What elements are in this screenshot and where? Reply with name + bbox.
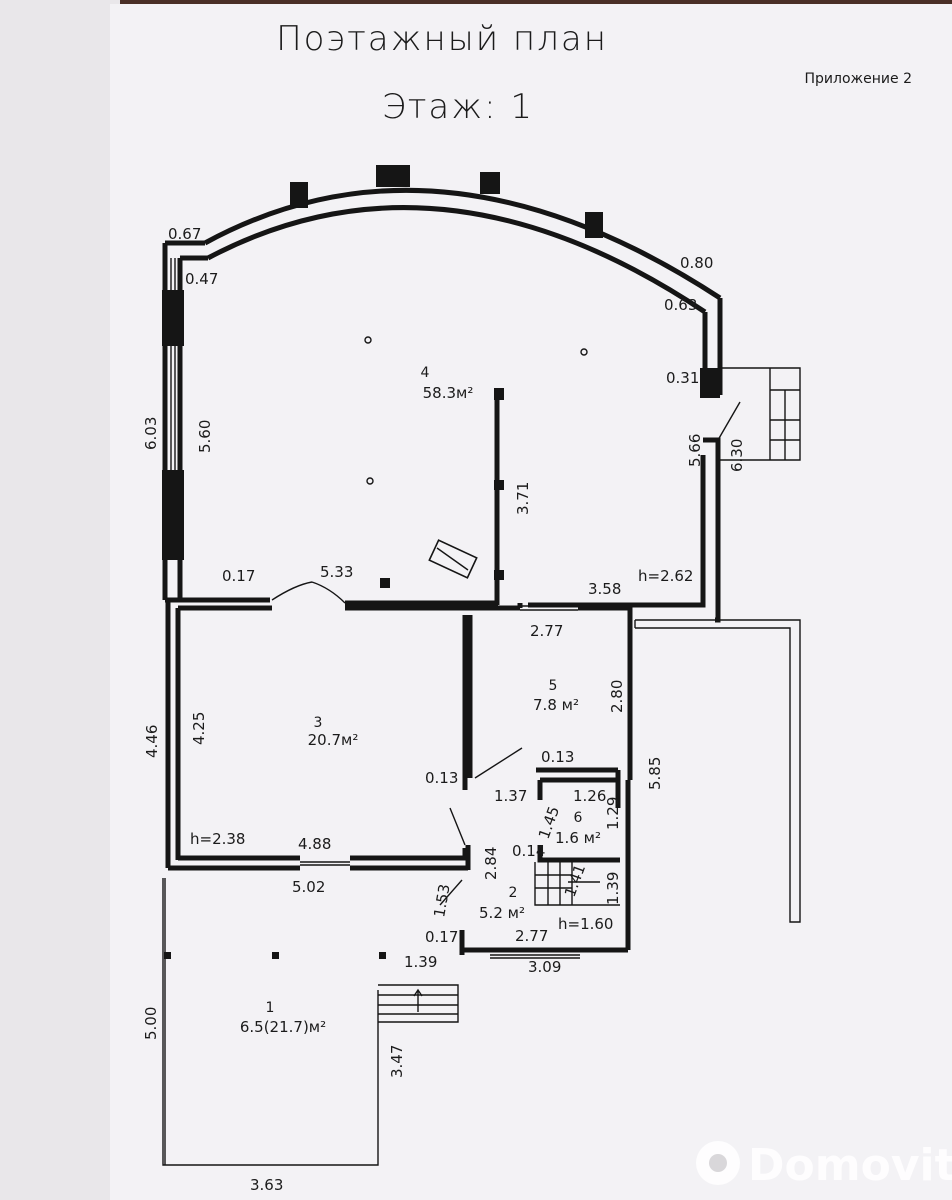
window-glass — [300, 861, 350, 866]
column-marker — [364, 336, 372, 344]
room-3-area: 20.7м² — [308, 731, 359, 749]
dimension-label: 0.67 — [168, 225, 201, 243]
door-swing — [717, 401, 741, 441]
room-5-walls — [462, 603, 633, 790]
dimension-label: h=2.62 — [638, 567, 693, 585]
dimension-label: 0.31 — [666, 369, 699, 387]
dimension-label: 5.33 — [320, 563, 353, 581]
room-5-area: 7.8 м² — [533, 696, 579, 714]
dimension-label: 3.63 — [250, 1176, 283, 1194]
dimension-label: 0.17 — [222, 567, 255, 585]
room-3-number: 3 — [314, 715, 323, 731]
dimension-label: 0.17 — [425, 928, 458, 946]
dimension-label: 4.88 — [298, 835, 331, 853]
dimension-label: 1.53 — [430, 883, 454, 919]
window-glass — [520, 605, 578, 611]
column-marker — [366, 477, 374, 485]
dimension-label: 5.66 — [686, 434, 704, 467]
dimension-label: 6.03 — [142, 417, 160, 450]
room-4-number: 4 — [421, 365, 430, 381]
room-1-outline — [162, 878, 386, 1166]
dimension-label: 3.09 — [528, 958, 561, 976]
dimension-label: 5.00 — [142, 1007, 160, 1040]
dimension-label: 1.39 — [604, 872, 622, 905]
room-6-number: 6 — [574, 810, 583, 826]
dimension-label: 5.60 — [196, 420, 214, 453]
room-6-area: 1.6 м² — [555, 829, 601, 847]
attachment-label: Приложение 2 — [805, 71, 912, 87]
dimension-label: 2.77 — [530, 622, 563, 640]
plan-title: Поэтажный план — [276, 19, 608, 59]
dimension-label: 6.30 — [728, 439, 746, 472]
room-1-number: 1 — [266, 1000, 275, 1016]
dimension-label: 2.84 — [482, 847, 500, 880]
dimension-label: 0.13 — [425, 769, 458, 787]
watermark-text: Domovita — [748, 1140, 952, 1191]
dimension-label: 3.71 — [514, 482, 532, 515]
column-marker — [580, 348, 588, 356]
domovita-watermark: Domovita — [696, 1140, 952, 1191]
dimension-label: 1.37 — [494, 787, 527, 805]
dimension-label: 0.63 — [664, 296, 697, 314]
dimension-label: 3.58 — [588, 580, 621, 598]
dimension-label: 2.77 — [515, 927, 548, 945]
entry-steps — [378, 984, 459, 1023]
fireplace-symbol — [428, 539, 478, 579]
dimension-label: h=1.60 — [558, 915, 613, 933]
dimension-label: 2.80 — [608, 680, 626, 713]
door-swing — [439, 879, 463, 906]
dimension-label: 0.47 — [185, 270, 218, 288]
door-swing — [474, 747, 523, 779]
door-swing — [271, 581, 346, 604]
dimension-label: 0.80 — [680, 254, 713, 272]
dimension-label: 1.26 — [573, 787, 606, 805]
dimension-label: h=2.38 — [190, 830, 245, 848]
dimension-label: 0.13 — [541, 748, 574, 766]
dimension-label: 1.29 — [604, 797, 622, 830]
dimension-label: 1.39 — [404, 953, 437, 971]
dimension-label: 1.41 — [561, 862, 589, 900]
dimension-label: 5.02 — [292, 878, 325, 896]
dimension-label: 3.47 — [388, 1045, 406, 1078]
dimension-label: 4.46 — [143, 725, 161, 758]
room-1-area: 6.5(21.7)м² — [240, 1018, 326, 1036]
door-swing — [449, 807, 466, 846]
right-open-area — [634, 619, 801, 923]
room-2-area: 5.2 м² — [479, 904, 525, 922]
room-6-2-walls — [459, 767, 631, 955]
interior-stair — [534, 862, 620, 906]
room-2-number: 2 — [509, 885, 518, 901]
dimension-label: 4.25 — [190, 712, 208, 745]
floor-label: Этаж: 1 — [382, 87, 534, 127]
room-5-number: 5 — [549, 678, 558, 694]
dimension-label: 5.85 — [646, 757, 664, 790]
room-4-area: 58.3м² — [423, 384, 474, 402]
exterior-stair-right — [720, 367, 801, 461]
dimension-label: 0.14 — [512, 842, 545, 860]
window-blocks — [162, 165, 720, 588]
dimension-labels: 0.67 0.47 0.80 0.63 0.31 0.17 5.33 3.58 … — [142, 225, 746, 1194]
background-sheet — [0, 0, 120, 1200]
window-glass — [490, 954, 580, 959]
